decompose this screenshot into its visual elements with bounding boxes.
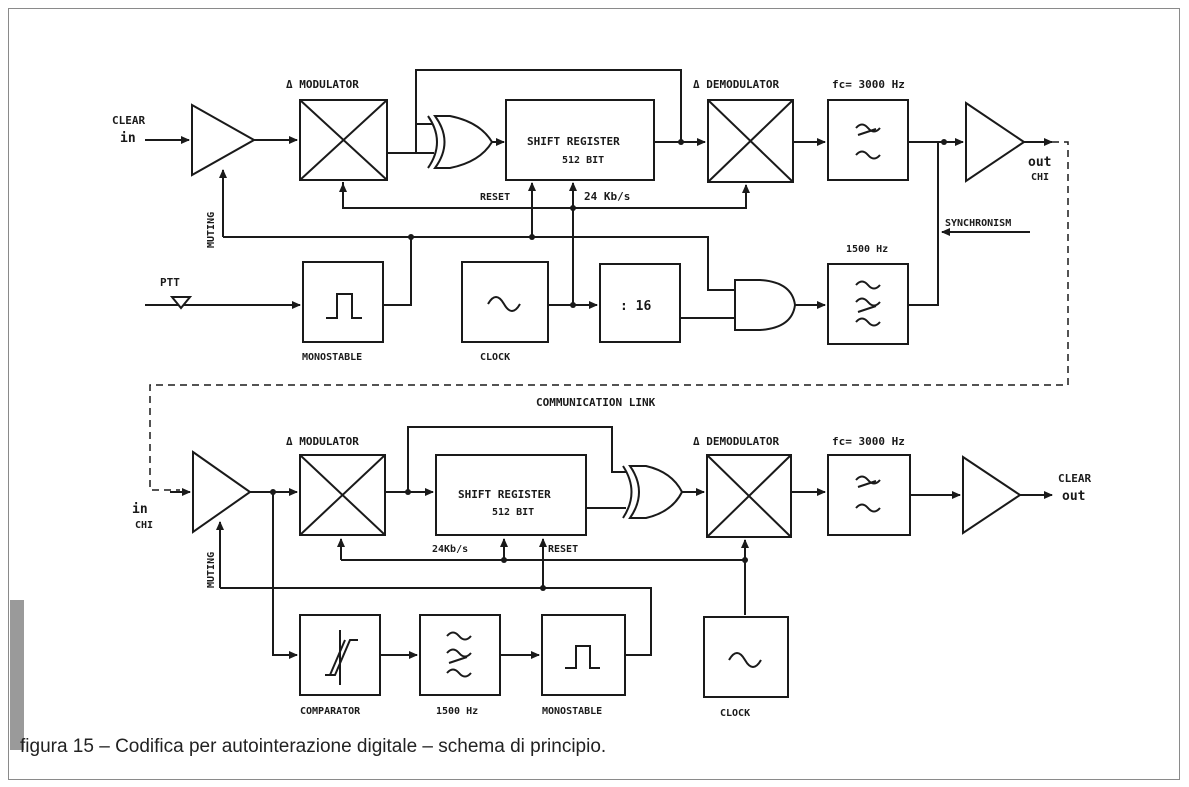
- reset-bottom-label: RESET: [548, 544, 578, 555]
- ptt-switch-icon: [169, 296, 193, 310]
- fc-bottom-label: fc= 3000 Hz: [832, 435, 905, 448]
- delta-modulator-label: Δ MODULATOR: [286, 78, 359, 91]
- input-amplifier: [191, 103, 257, 177]
- wave-filter-icon: [419, 614, 501, 696]
- sine-wave-icon: [461, 261, 549, 343]
- clock-bottom-label: CLOCK: [720, 708, 750, 719]
- wave-filter-icon: [827, 263, 909, 345]
- square-pulse-icon: [302, 261, 384, 343]
- junction: [742, 557, 748, 563]
- junction: [678, 139, 684, 145]
- wire-clock-bus: [342, 182, 747, 209]
- out-bottom-label: out: [1062, 489, 1085, 504]
- xor-gate-icon: [622, 465, 684, 519]
- reset-label: RESET: [480, 192, 510, 203]
- monostable-label: MONOSTABLE: [302, 352, 362, 363]
- in-ch-label: in: [132, 502, 148, 517]
- wave-filter-icon: [827, 454, 911, 536]
- figure-caption: figura 15 – Codifica per autointerazione…: [20, 736, 607, 757]
- synchronism-label: SYNCHRONISM: [945, 218, 1011, 229]
- wire-loop-bottom: [407, 426, 626, 492]
- f1500-label: 1500 Hz: [846, 244, 888, 255]
- wire-comp-in: [272, 492, 297, 656]
- clear-in-label: CLEAR: [112, 114, 145, 127]
- ptt-label: PTT: [160, 276, 180, 289]
- in-label: in: [120, 131, 136, 146]
- delta-demodulator-label: Δ DEMODULATOR: [693, 78, 779, 91]
- muting-bottom-label: MUTING: [206, 552, 217, 588]
- rate-bottom-label: 24Kb/s: [432, 544, 468, 555]
- junction: [570, 302, 576, 308]
- communication-link-path: [149, 141, 1069, 491]
- junction: [941, 139, 947, 145]
- sine-wave-icon: [703, 616, 789, 698]
- f1500-bottom-label: 1500 Hz: [436, 706, 478, 717]
- shift-register-bottom: [435, 454, 587, 536]
- junction: [529, 234, 535, 240]
- shift-register-bottom-label: SHIFT REGISTER: [458, 488, 551, 501]
- chi-in-label: CHI: [135, 520, 153, 531]
- fc-label: fc= 3000 Hz: [832, 78, 905, 91]
- output-amplifier-bottom: [962, 455, 1022, 535]
- x-cross-box-icon: [707, 99, 794, 183]
- wire-sync: [908, 142, 939, 306]
- shift-register-label: SHIFT REGISTER: [527, 135, 620, 148]
- comm-link-label: COMMUNICATION LINK: [536, 396, 656, 409]
- comparator-label: COMPARATOR: [300, 706, 361, 717]
- wave-filter-icon: [827, 99, 909, 181]
- delta-demodulator-bottom-label: Δ DEMODULATOR: [693, 435, 779, 448]
- clear-out-label: CLEAR: [1058, 472, 1091, 485]
- output-amplifier: [965, 101, 1026, 183]
- x-cross-box-icon: [706, 454, 792, 538]
- chi-label: CHI: [1031, 172, 1049, 183]
- wire-loop-top: [415, 69, 682, 153]
- x-cross-box-icon: [299, 454, 386, 536]
- divider-box: [599, 263, 681, 343]
- bits-label: 512 BIT: [562, 155, 604, 166]
- junction: [408, 234, 414, 240]
- muting-label: MUTING: [206, 212, 217, 248]
- out-label: out: [1028, 155, 1051, 170]
- x-cross-box-icon: [299, 99, 388, 181]
- wire-mono-muting: [383, 237, 412, 306]
- and-gate-icon: [734, 279, 797, 331]
- wire-muting-bottom: [220, 587, 652, 656]
- square-pulse-icon: [541, 614, 626, 696]
- shift-register-top: [505, 99, 655, 181]
- monostable-bottom-label: MONOSTABLE: [542, 706, 602, 717]
- clock-label: CLOCK: [480, 352, 510, 363]
- rate-label-top: 24 Kb/s: [584, 190, 630, 203]
- hysteresis-curve-icon: [299, 614, 381, 696]
- bits-bottom-label: 512 BIT: [492, 507, 534, 518]
- xor-gate-icon: [427, 115, 494, 169]
- input-amplifier-bottom: [192, 450, 252, 534]
- delta-modulator-bottom-label: Δ MODULATOR: [286, 435, 359, 448]
- div16-label: : 16: [620, 299, 651, 314]
- wire-muting: [223, 236, 735, 291]
- page-edge-shadow: [10, 600, 24, 750]
- junction: [501, 557, 507, 563]
